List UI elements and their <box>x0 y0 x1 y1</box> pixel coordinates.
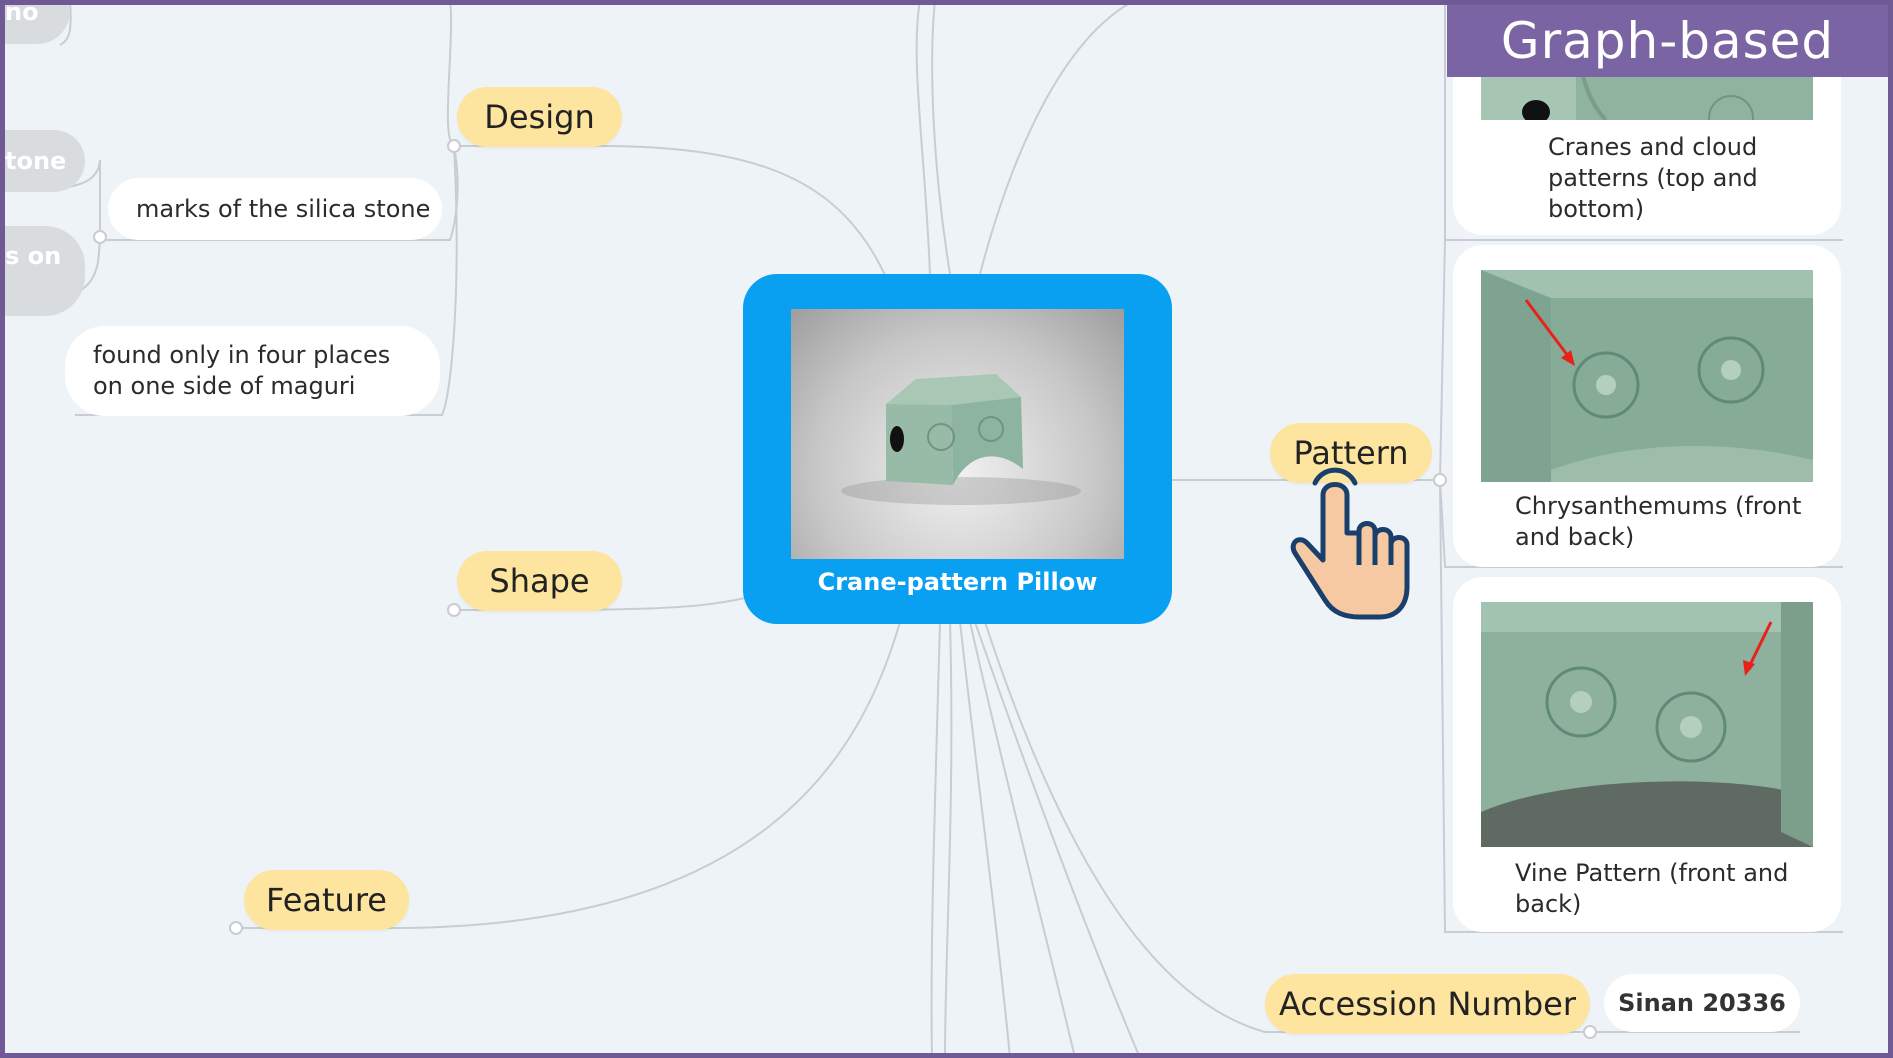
chrysanthemums-caption: Chrysanthemums (front and back) <box>1515 492 1802 551</box>
cut-note-son-label: s on <box>5 242 62 270</box>
branch-accession-number[interactable]: Accession Number <box>1265 974 1590 1034</box>
connector-dot-design-sub <box>93 230 107 244</box>
cut-note-stone-label: tone <box>5 147 67 175</box>
note-four-places[interactable]: found only in four places on one side of… <box>65 326 440 416</box>
note-silica-stone-label: marks of the silica stone <box>136 195 431 223</box>
accession-value[interactable]: Sinan 20336 <box>1604 974 1800 1032</box>
cut-note-stone[interactable]: tone <box>0 130 85 192</box>
branch-shape-label: Shape <box>489 562 590 600</box>
branch-shape[interactable]: Shape <box>457 551 622 611</box>
pointing-hand-icon <box>1285 465 1415 629</box>
branch-pattern-label: Pattern <box>1293 434 1409 472</box>
vine-caption: Vine Pattern (front and back) <box>1515 859 1789 918</box>
connector-dot-design <box>447 139 461 153</box>
accession-value-label: Sinan 20336 <box>1618 989 1786 1017</box>
method-badge: Graph-based <box>1447 5 1888 77</box>
central-node[interactable]: Crane-pattern Pillow <box>743 274 1172 624</box>
cut-note-top-label: no <box>5 0 39 26</box>
cut-note-son[interactable]: s on <box>0 226 85 316</box>
connector-dot-shape <box>447 603 461 617</box>
pattern-card-vine[interactable]: Vine Pattern (front and back) <box>1453 577 1841 932</box>
note-silica-stone[interactable]: marks of the silica stone <box>108 178 442 240</box>
note-four-places-label: found only in four places on one side of… <box>93 341 391 400</box>
branch-feature[interactable]: Feature <box>244 870 409 930</box>
central-caption: Crane-pattern Pillow <box>817 568 1098 596</box>
vine-image <box>1481 602 1813 847</box>
connector-dot-feature <box>229 921 243 935</box>
connector-dot-accession <box>1583 1025 1597 1039</box>
chrysanthemums-image <box>1481 270 1813 482</box>
branch-accession-number-label: Accession Number <box>1278 985 1576 1023</box>
pattern-card-chrysanthemums[interactable]: Chrysanthemums (front and back) <box>1453 245 1841 567</box>
branch-feature-label: Feature <box>266 881 387 919</box>
branch-design-label: Design <box>484 98 595 136</box>
connector-dot-pattern <box>1433 473 1447 487</box>
pillow-photo <box>791 309 1124 559</box>
branch-design[interactable]: Design <box>457 87 622 147</box>
cranes-caption: Cranes and cloud patterns (top and botto… <box>1548 133 1758 223</box>
branch-pattern[interactable]: Pattern <box>1270 423 1432 483</box>
